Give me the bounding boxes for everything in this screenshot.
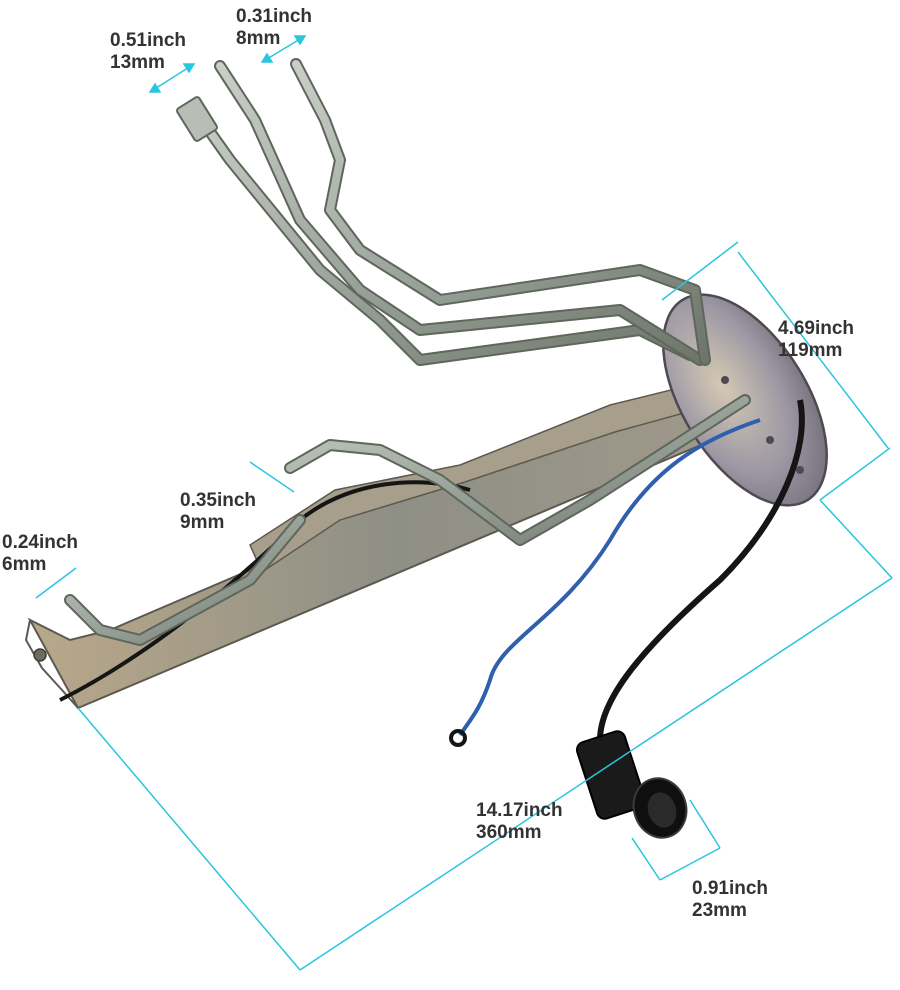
black-wire (597, 399, 805, 741)
dim-tube-return: 0.35inch 9mm (180, 490, 256, 534)
dim-imperial: 14.17inch (476, 800, 563, 821)
ring-terminal-icon (449, 729, 467, 747)
dim-imperial: 0.51inch (110, 30, 187, 51)
dim-metric: 13mm (110, 52, 165, 73)
pickup-tube (64, 514, 306, 646)
dim-metric: 9mm (180, 512, 225, 533)
dim-tube-pickup: 0.24inch 6mm (2, 532, 78, 576)
dim-imperial: 0.91inch (692, 878, 769, 899)
dimension-lines (35, 35, 893, 971)
fuel-tubes-upper (176, 58, 711, 366)
dim-metric: 360mm (476, 822, 542, 843)
dim-tube-outlet-small: 0.31inch 8mm (236, 6, 312, 50)
dim-imperial: 0.31inch (236, 6, 313, 27)
dim-connector-width: 0.91inch 23mm (692, 878, 768, 922)
dim-metric: 6mm (2, 554, 47, 575)
dim-metric: 23mm (692, 900, 747, 921)
dim-flange-diameter: 4.69inch 119mm (778, 318, 854, 362)
dim-imperial: 0.24inch (2, 532, 79, 553)
dim-overall-length: 14.17inch 360mm (476, 800, 563, 844)
dim-imperial: 0.35inch (180, 490, 257, 511)
dim-tube-outlet-large: 0.51inch 13mm (110, 30, 186, 74)
dim-metric: 8mm (236, 28, 281, 49)
return-tube (284, 394, 751, 546)
dim-metric: 119mm (778, 340, 843, 361)
dim-imperial: 4.69inch (778, 318, 855, 339)
blue-wire (458, 418, 761, 737)
electrical-connector-icon (575, 730, 688, 839)
